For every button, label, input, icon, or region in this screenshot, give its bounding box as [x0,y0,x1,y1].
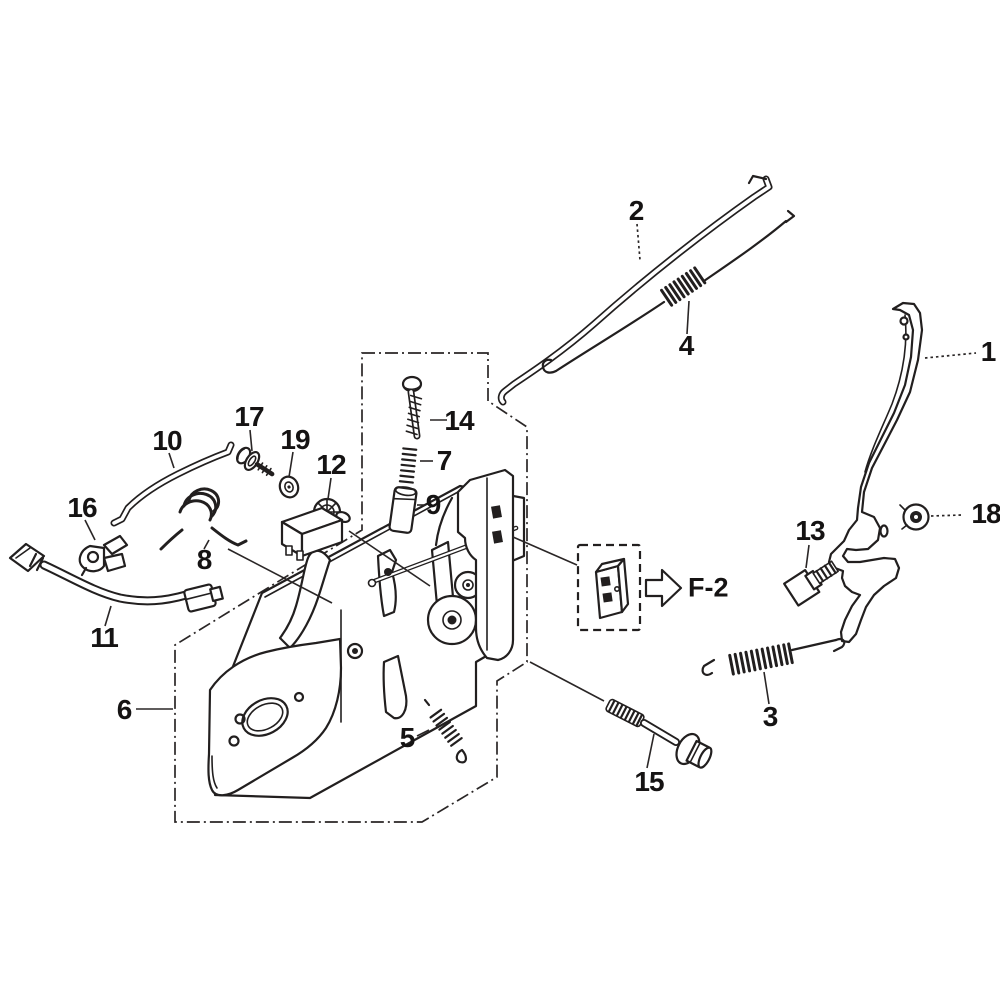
ref-callout-f2 [512,536,683,632]
part-11-wire [8,542,224,613]
part-number-label-8: 8 [196,544,213,575]
part-1-control-lever [827,301,924,644]
part-10-bent-rod [110,441,235,527]
part-number-label-5: 5 [399,722,416,753]
part-number-label-19: 19 [280,424,310,455]
part-9-pin-collar [388,486,418,534]
phantom-boundary [174,352,528,823]
part-number-label-1: 1 [980,336,997,367]
part-17-screw [235,446,275,477]
arrow-right-icon [644,568,683,608]
leader-lines [84,223,977,769]
part-number-label-6: 6 [116,694,133,725]
part-8-torsion-spring [159,487,248,551]
part-number-label-7: 7 [436,445,453,476]
control-plate-assembly [207,468,526,800]
part-number-label-17: 17 [234,401,264,432]
part-number-label-2: 2 [628,195,645,226]
part-number-label-16: 16 [67,492,97,523]
part-18-flange-nut [899,503,930,531]
part-19-washer [278,475,300,499]
part-2-throttle-rod [497,174,773,406]
part-number-label-14: 14 [444,405,474,436]
part-number-label-11: 11 [90,622,119,653]
part-number-label-10: 10 [152,425,182,456]
ref-label-f2: F-2 [688,572,729,603]
part-14-bolt [401,375,423,440]
part-7-coil-spring [398,447,418,484]
part-13-flange-bolt [783,560,839,607]
part-number-label-9: 9 [425,489,442,520]
part-12-star-wheel [280,497,351,561]
part-number-label-4: 4 [678,330,695,361]
part-number-label-18: 18 [971,498,1000,529]
part-5-small-spring [423,698,467,764]
part-3-extension-spring [701,638,846,676]
part-number-label-12: 12 [316,449,346,480]
part-number-label-3: 3 [762,701,779,732]
part-number-label-13: 13 [795,515,825,546]
part-15-long-flange-bolt [529,661,713,769]
part-number-label-15: 15 [634,766,664,797]
part-16-wire-clip [78,534,129,577]
part-4-rod-spring [541,209,796,374]
